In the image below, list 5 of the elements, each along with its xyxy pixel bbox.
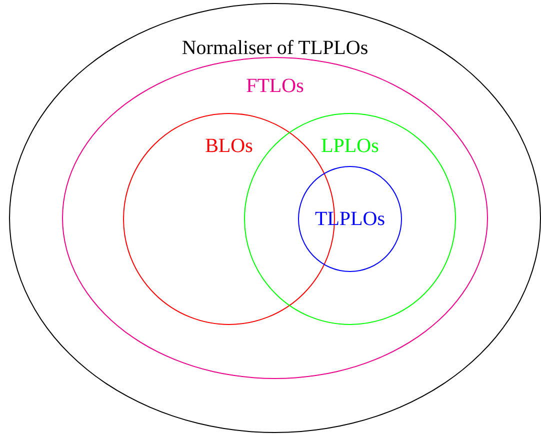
- set-label: Normaliser of TLPLOs: [180, 36, 370, 60]
- ellipse-region: [62, 57, 488, 379]
- set-label: FTLOs: [245, 74, 305, 98]
- ellipse-region: [9, 3, 541, 433]
- ellipse-region: [298, 166, 402, 272]
